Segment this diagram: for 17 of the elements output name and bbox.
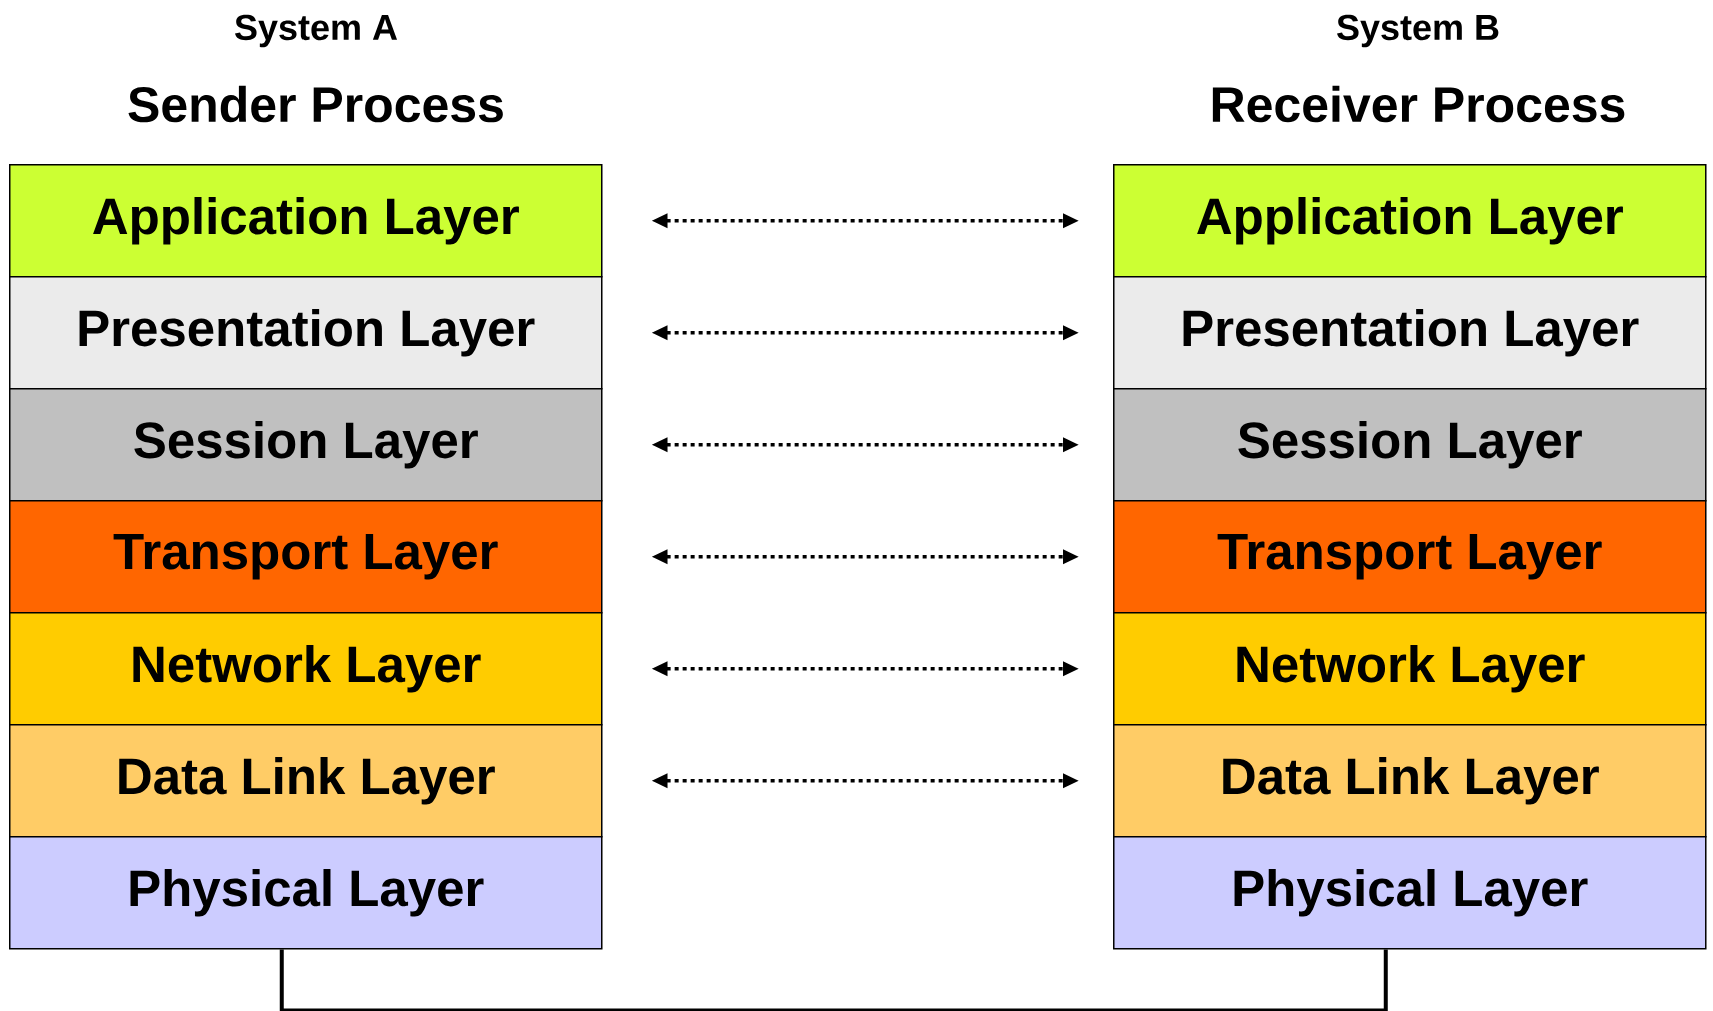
layer-box: Application Layer: [9, 164, 603, 278]
layer-box: Session Layer: [1113, 388, 1707, 502]
layer-box: Physical Layer: [1113, 836, 1707, 950]
system-title: System A: [235, 14, 398, 48]
layer-box: Presentation Layer: [9, 276, 603, 390]
layer-box: Transport Layer: [9, 500, 603, 614]
layer-box: Data Link Layer: [1113, 724, 1707, 838]
layer-box: Presentation Layer: [1113, 276, 1707, 390]
connector-line: [279, 949, 1388, 1011]
layer-box: Session Layer: [9, 388, 603, 502]
system-title: System B: [1337, 14, 1499, 48]
layer-box: Application Layer: [1113, 164, 1707, 278]
layer-box: Data Link Layer: [9, 724, 603, 838]
layer-box: Physical Layer: [9, 836, 603, 950]
layer-box: Transport Layer: [1113, 500, 1707, 614]
layer-box: Network Layer: [1113, 612, 1707, 726]
layer-box: Network Layer: [9, 612, 603, 726]
